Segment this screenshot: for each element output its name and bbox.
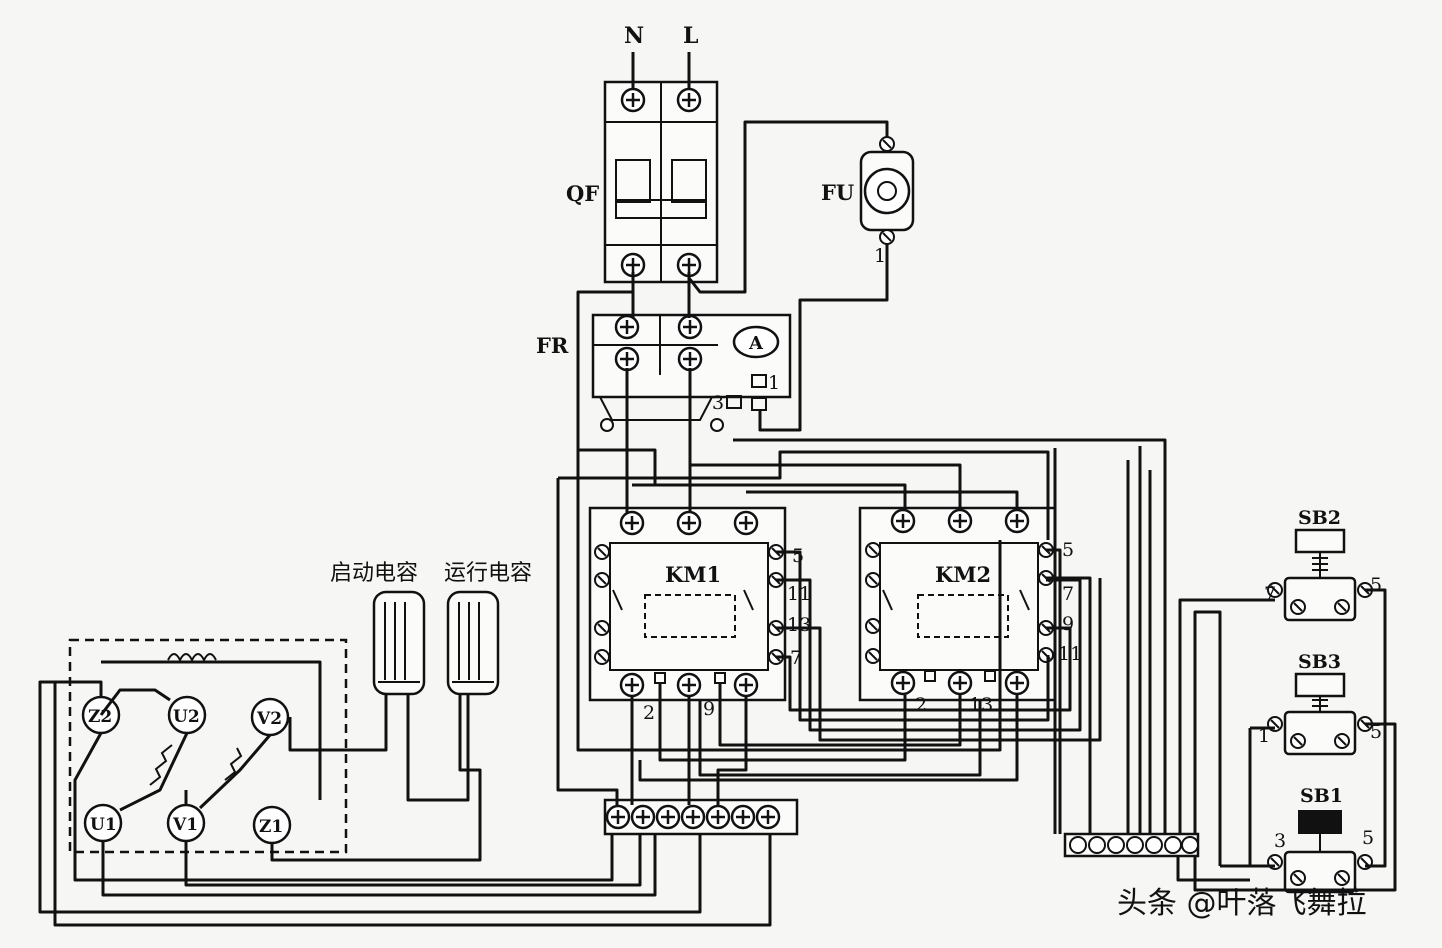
watermark: 头条 @叶落飞舞拉 xyxy=(1117,886,1367,921)
push-button-sb3 xyxy=(1267,672,1373,756)
km1-pin-2: 2 xyxy=(643,702,655,724)
sb3-pin-5: 5 xyxy=(1370,721,1382,743)
motor-coil-top xyxy=(167,653,217,663)
label-v1: V1 xyxy=(172,815,198,835)
motor-terminal-box xyxy=(68,638,348,854)
sb3-pin-1: 1 xyxy=(1258,725,1270,747)
sb2-pin-7: 7 xyxy=(1264,583,1276,605)
km1-pin-5: 5 xyxy=(792,545,804,567)
label-start-capacitor: 启动电容 xyxy=(330,561,418,586)
label-run-capacitor: 运行电容 xyxy=(444,561,532,586)
km2-pin-9: 9 xyxy=(1062,613,1074,635)
label-fr: FR xyxy=(536,333,569,358)
breaker-qf xyxy=(603,80,719,284)
label-sb1: SB1 xyxy=(1300,785,1343,807)
fr-pin-3: 3 xyxy=(712,392,724,414)
label-n: N xyxy=(624,23,644,49)
label-v2: V2 xyxy=(256,709,282,729)
push-button-sb1 xyxy=(1267,810,1373,894)
label-qf: QF xyxy=(566,181,599,206)
km1-pin-9: 9 xyxy=(703,698,715,720)
km2-pin-5: 5 xyxy=(1062,539,1074,561)
label-km2: KM2 xyxy=(935,562,991,587)
km2-pin-7: 7 xyxy=(1062,583,1074,605)
label-u1: U1 xyxy=(90,815,117,835)
label-km1: KM1 xyxy=(665,562,721,587)
label-sb3: SB3 xyxy=(1298,651,1341,673)
label-u2: U2 xyxy=(173,707,200,727)
fr-meter-label: A xyxy=(748,333,764,354)
label-z2: Z2 xyxy=(88,707,112,727)
sb1-pin-3: 3 xyxy=(1274,830,1286,852)
fuse-fu xyxy=(859,136,915,245)
push-button-sb2 xyxy=(1267,528,1373,622)
terminal-block-buttons xyxy=(1063,832,1200,858)
fr-pin-1: 1 xyxy=(768,372,780,394)
km2-pin-2: 2 xyxy=(915,694,927,716)
sb1-pin-5: 5 xyxy=(1362,827,1374,849)
terminal-block-main xyxy=(603,798,799,836)
contactor-km1 xyxy=(588,506,787,702)
fu-pin-1: 1 xyxy=(874,245,886,267)
label-z1: Z1 xyxy=(259,817,283,837)
label-fu: FU xyxy=(821,180,854,205)
sb2-pin-5: 5 xyxy=(1370,574,1382,596)
start-capacitor xyxy=(372,590,426,696)
wires xyxy=(38,120,1397,927)
label-sb2: SB2 xyxy=(1298,507,1341,529)
label-l: L xyxy=(683,23,698,49)
contactor-km2 xyxy=(858,506,1057,702)
run-capacitor xyxy=(446,590,500,696)
